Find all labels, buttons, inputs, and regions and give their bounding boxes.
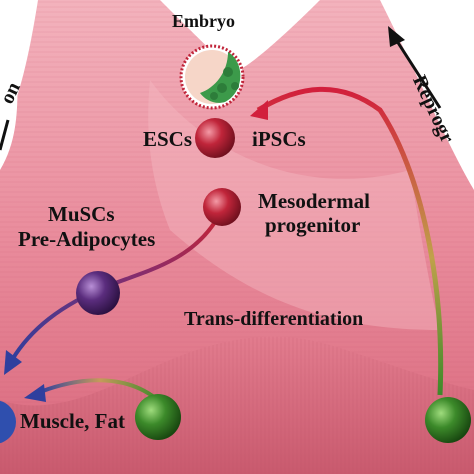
transdifferentiation-path <box>39 378 162 404</box>
ipscs-label: iPSCs <box>252 127 306 151</box>
trans-differentiation-label: Trans-differentiation <box>184 308 364 330</box>
embryo-icon <box>179 44 245 110</box>
embryo-label: Embryo <box>172 11 235 31</box>
muscle-fat-ball <box>0 400 16 444</box>
progenitor-label: progenitor <box>265 213 361 237</box>
muscle-fat-label: Muscle, Fat <box>20 409 125 433</box>
mesodermal-progenitor-ball <box>203 188 241 226</box>
muscs-label: MuSCs <box>48 202 115 226</box>
differentiation-arrowhead <box>4 350 22 375</box>
ridge-shading <box>148 80 440 330</box>
differentiation-arrow-icon <box>0 119 10 151</box>
pre-adipocytes-label: Pre-Adipocytes <box>18 227 156 251</box>
outer-region-right <box>380 0 474 190</box>
reprogramming-path <box>256 86 444 396</box>
transdifferentiation-arrowhead <box>24 384 46 402</box>
green-ball-right <box>425 397 471 443</box>
reprogramming-arrowhead <box>250 100 268 120</box>
muscs-ball <box>76 271 120 315</box>
mesodermal-label: Mesodermal <box>258 189 370 213</box>
green-ball-center <box>135 394 181 440</box>
escs-label: ESCs <box>143 127 193 151</box>
escs-ipscs-ball <box>195 118 235 158</box>
lower-valley-texture <box>0 336 474 474</box>
reprogramming-arrow-icon <box>388 26 442 109</box>
outer-region-left <box>0 0 38 140</box>
